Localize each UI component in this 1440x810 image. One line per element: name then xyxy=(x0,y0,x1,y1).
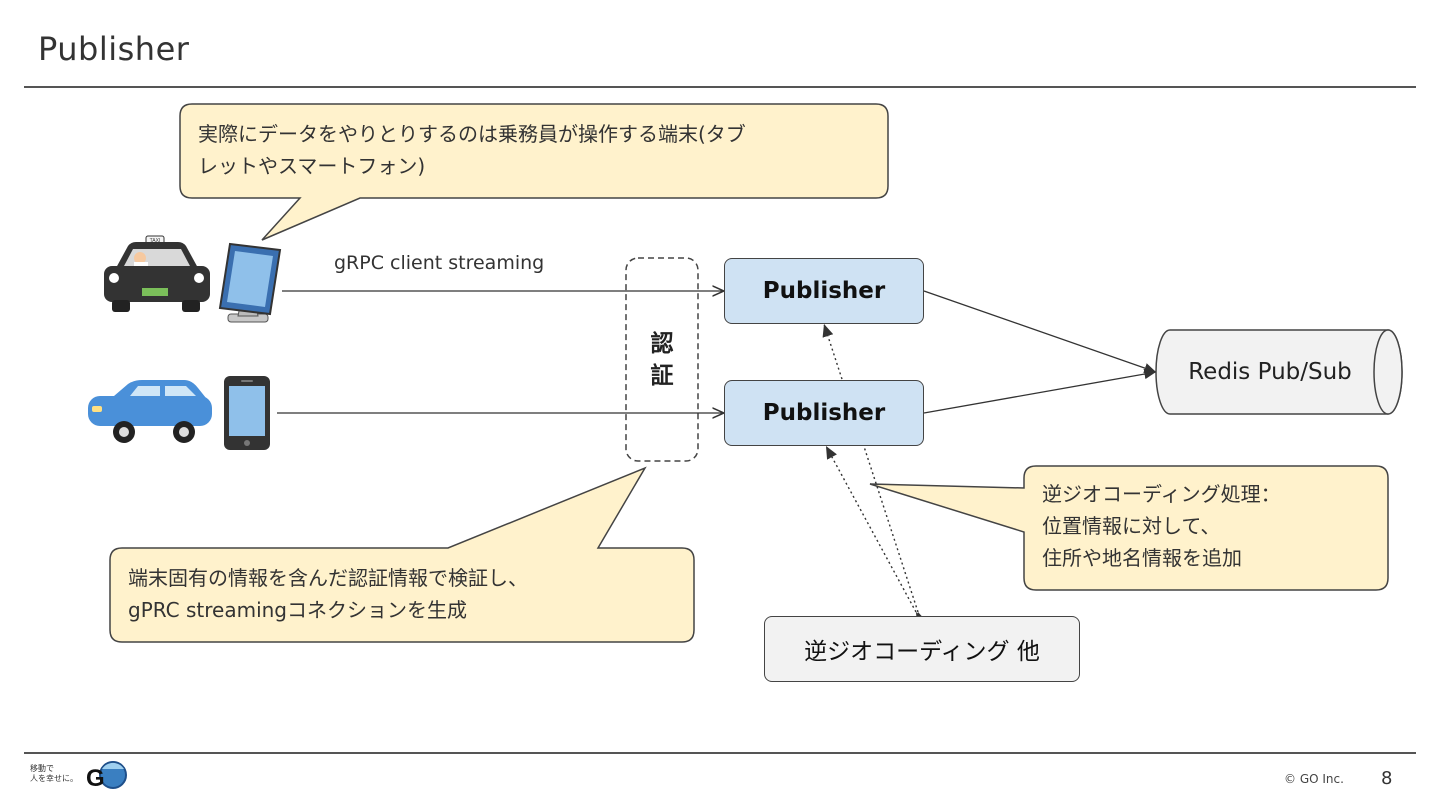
geocoding-box: 逆ジオコーディング 他 xyxy=(764,616,1080,682)
publish-arrow-1 xyxy=(923,290,1157,374)
taxi-sign-label: TAXI xyxy=(150,238,161,244)
auth-label: 認 証 xyxy=(626,328,698,392)
title-divider xyxy=(24,86,1416,88)
stream-label: gRPC client streaming xyxy=(334,252,545,274)
geo-callout-line-3: 住所や地名情報を追加 xyxy=(1042,546,1242,570)
go-logo-letter: G xyxy=(86,765,105,792)
logo-tagline-line-2: 人を幸せに。 xyxy=(30,774,78,783)
geo-link-2 xyxy=(825,445,927,626)
device-callout-bubble xyxy=(179,103,889,241)
geo-callout-line-2: 位置情報に対して、 xyxy=(1042,514,1221,538)
tablet-icon xyxy=(218,242,282,323)
geo-callout-bubble xyxy=(869,465,1389,591)
auth-char-1: 認 xyxy=(650,331,674,357)
auth-gate-box xyxy=(625,257,699,462)
page-number: 8 xyxy=(1381,768,1393,789)
footer-divider xyxy=(24,752,1416,754)
geo-link-1 xyxy=(822,323,928,626)
auth-callout-text: 端末固有の情報を含んだ認証情報で検証し、 gPRC streamingコネクショ… xyxy=(128,562,528,626)
copyright: © GO Inc. xyxy=(1284,772,1344,786)
geo-callout-text: 逆ジオコーディング処理： 位置情報に対して、 住所や地名情報を追加 xyxy=(1042,478,1281,574)
publisher-box-1: Publisher xyxy=(724,258,924,324)
auth-char-2: 証 xyxy=(650,363,674,389)
device-callout-text: 実際にデータをやりとりするのは乗務員が操作する端末(タブ レットやスマートフォン… xyxy=(198,118,746,182)
go-logo-icon xyxy=(99,761,127,789)
logo-tagline-line-1: 移動で xyxy=(30,764,54,773)
auth-callout-bubble xyxy=(109,466,695,643)
redis-cylinder xyxy=(1155,329,1403,415)
car-icon xyxy=(88,380,212,443)
device-callout-line-1: 実際にデータをやりとりするのは乗務員が操作する端末(タブ xyxy=(198,122,746,146)
logo-tagline: 移動で 人を幸せに。 xyxy=(30,764,90,784)
publisher-box-2: Publisher xyxy=(724,380,924,446)
auth-callout-line-1: 端末固有の情報を含んだ認証情報で検証し、 xyxy=(128,566,528,590)
publish-arrow-2 xyxy=(923,368,1157,414)
redis-label: Redis Pub/Sub xyxy=(1188,359,1352,385)
device-callout-line-2: レットやスマートフォン) xyxy=(198,154,426,178)
smartphone-icon xyxy=(224,376,270,450)
auth-callout-line-2: gPRC streamingコネクションを生成 xyxy=(128,598,467,622)
slide-title: Publisher xyxy=(38,30,190,68)
taxi-icon xyxy=(104,235,210,312)
geo-callout-line-1: 逆ジオコーディング処理： xyxy=(1042,482,1281,506)
